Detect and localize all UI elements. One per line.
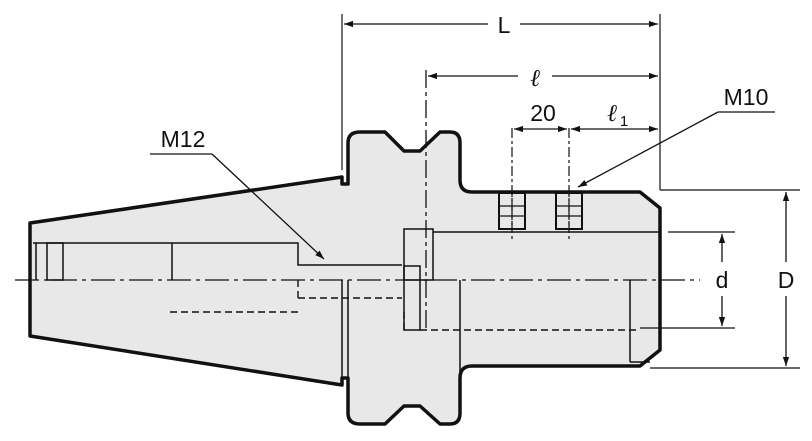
leader-m12 (211, 153, 325, 260)
label-l1-subscript: 1 (620, 113, 628, 130)
label-d: d (716, 267, 729, 293)
seat-block-lower (403, 265, 421, 331)
leader-m10 (577, 111, 719, 188)
label-l: ℓ (530, 64, 540, 92)
holder-body (28, 130, 662, 426)
extension-lines (341, 14, 800, 369)
label-L: L (498, 12, 511, 38)
holder-outline (28, 130, 662, 426)
pull-stud-bore (33, 242, 402, 266)
label-20: 20 (530, 100, 556, 126)
hidden-lines (170, 280, 640, 331)
dimension-lines (344, 20, 790, 366)
label-l1: ℓ (607, 99, 617, 127)
label-D: D (778, 267, 795, 293)
label-m12: M12 (161, 126, 206, 152)
leader-lines (150, 111, 775, 260)
label-m10: M10 (724, 84, 769, 110)
